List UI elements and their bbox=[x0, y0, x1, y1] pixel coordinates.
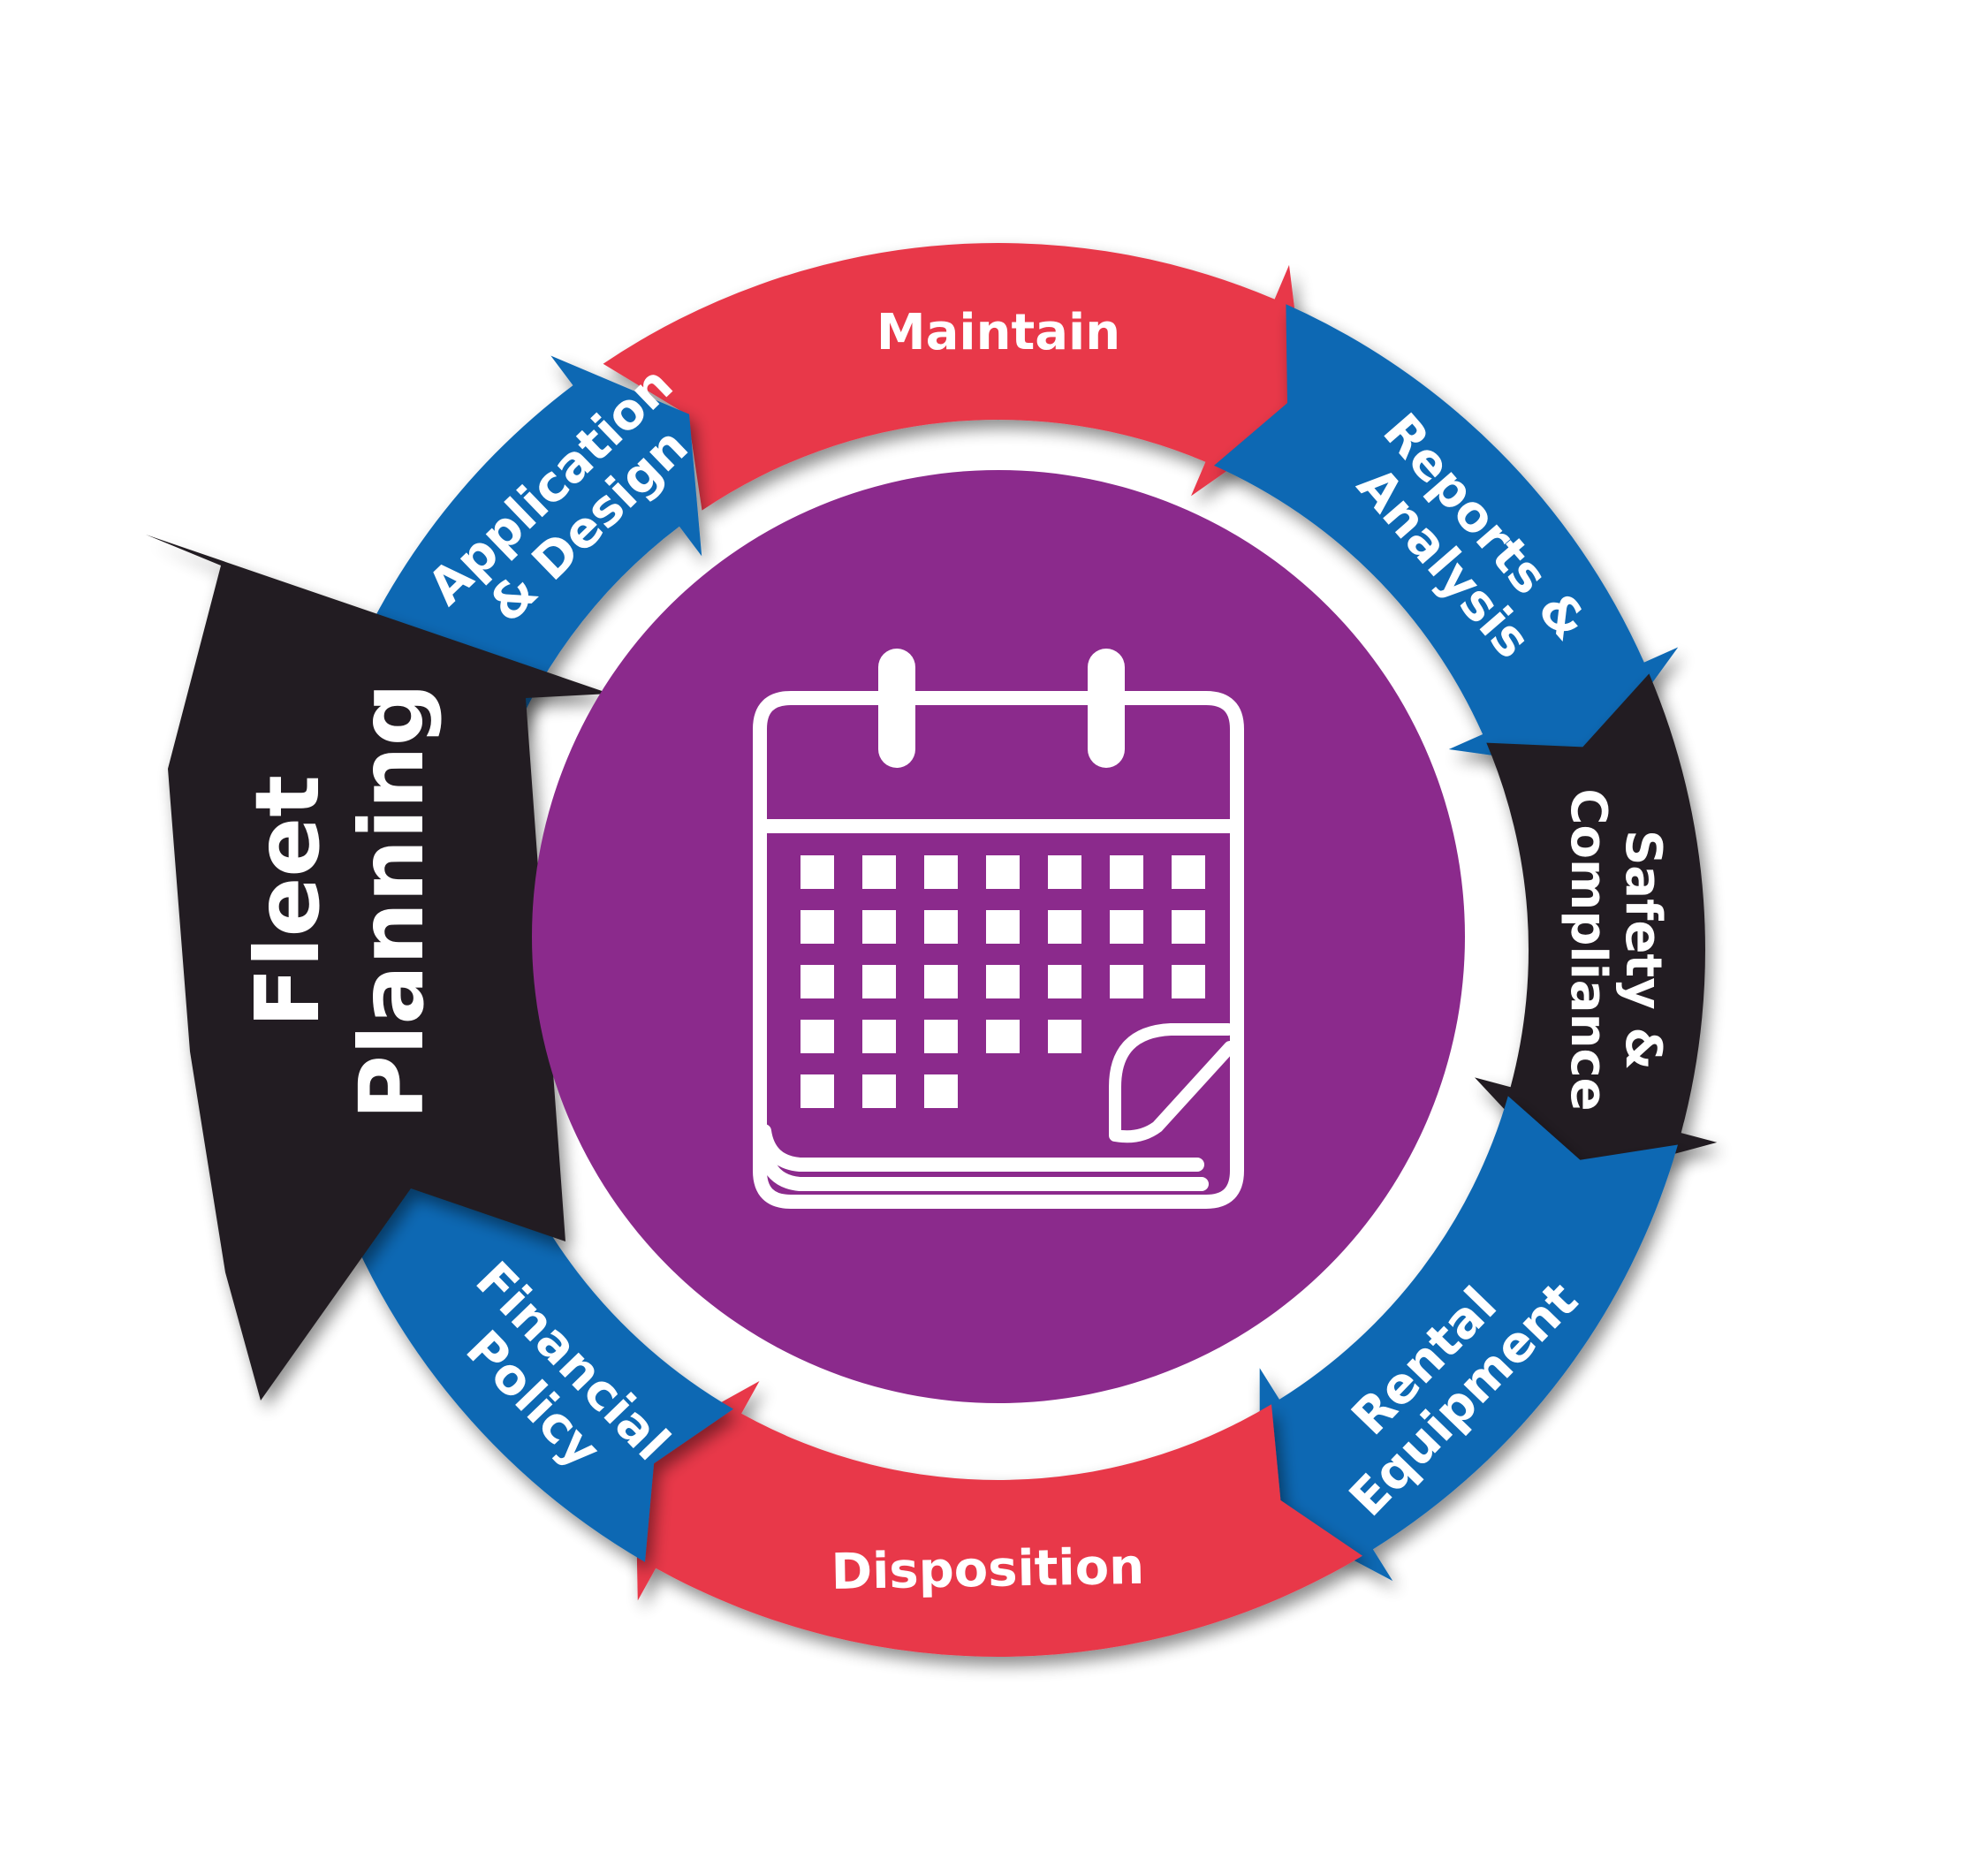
disposition-arrow bbox=[634, 1381, 1362, 1657]
calendar-day-cell bbox=[1048, 855, 1081, 889]
calendar-day-cell bbox=[1110, 855, 1143, 889]
calendar-day-cell bbox=[924, 1020, 958, 1053]
calendar-day-cell bbox=[924, 855, 958, 889]
disposition-label: Disposition bbox=[831, 1538, 1144, 1601]
calendar-day-cell bbox=[801, 1074, 834, 1108]
rental-equipment-arrow bbox=[1259, 1096, 1678, 1582]
disposition-label-line: Disposition bbox=[831, 1538, 1144, 1601]
fleet-planning-label-line: Planning bbox=[340, 683, 444, 1120]
calendar-day-cell bbox=[801, 1020, 834, 1053]
fleet-planning-label-line: Fleet bbox=[236, 775, 339, 1028]
calendar-date-grid bbox=[801, 855, 1205, 1108]
calendar-day-cell bbox=[1110, 965, 1143, 998]
calendar-day-cell bbox=[1172, 965, 1205, 998]
calendar-icon bbox=[753, 649, 1244, 1209]
calendar-day-cell bbox=[801, 855, 834, 889]
calendar-day-cell bbox=[924, 1074, 958, 1108]
maintain-label-line: Maintain bbox=[876, 304, 1120, 361]
safety-compliance-label: Safety &Compliance bbox=[1559, 788, 1672, 1111]
safety-compliance-arrow bbox=[1475, 673, 1718, 1182]
safety-compliance-label-line: Safety & bbox=[1614, 830, 1672, 1070]
calendar-day-cell bbox=[986, 910, 1020, 944]
calendar-day-cell bbox=[862, 1020, 896, 1053]
calendar-day-cell bbox=[862, 1074, 896, 1108]
calendar-day-cell bbox=[801, 965, 834, 998]
reports-analysis-arrow bbox=[1214, 304, 1679, 770]
calendar-day-cell bbox=[1048, 1020, 1081, 1053]
calendar-day-cell bbox=[1172, 910, 1205, 944]
calendar-day-cell bbox=[986, 855, 1020, 889]
calendar-day-cell bbox=[1048, 965, 1081, 998]
calendar-day-cell bbox=[862, 855, 896, 889]
calendar-day-cell bbox=[1172, 855, 1205, 889]
calendar-day-cell bbox=[986, 1020, 1020, 1053]
calendar-day-cell bbox=[924, 965, 958, 998]
calendar-day-cell bbox=[1048, 910, 1081, 944]
calendar-day-cell bbox=[862, 910, 896, 944]
fleet-planning-arrow bbox=[146, 535, 610, 1401]
calendar-day-cell bbox=[1110, 910, 1143, 944]
maintain-label: Maintain bbox=[876, 304, 1120, 361]
calendar-day-cell bbox=[862, 965, 896, 998]
calendar-day-cell bbox=[801, 910, 834, 944]
center-hub bbox=[532, 470, 1465, 1403]
safety-compliance-label-line: Compliance bbox=[1559, 788, 1617, 1111]
calendar-day-cell bbox=[986, 965, 1020, 998]
maintain-arrow bbox=[603, 242, 1308, 511]
calendar-day-cell bbox=[924, 910, 958, 944]
